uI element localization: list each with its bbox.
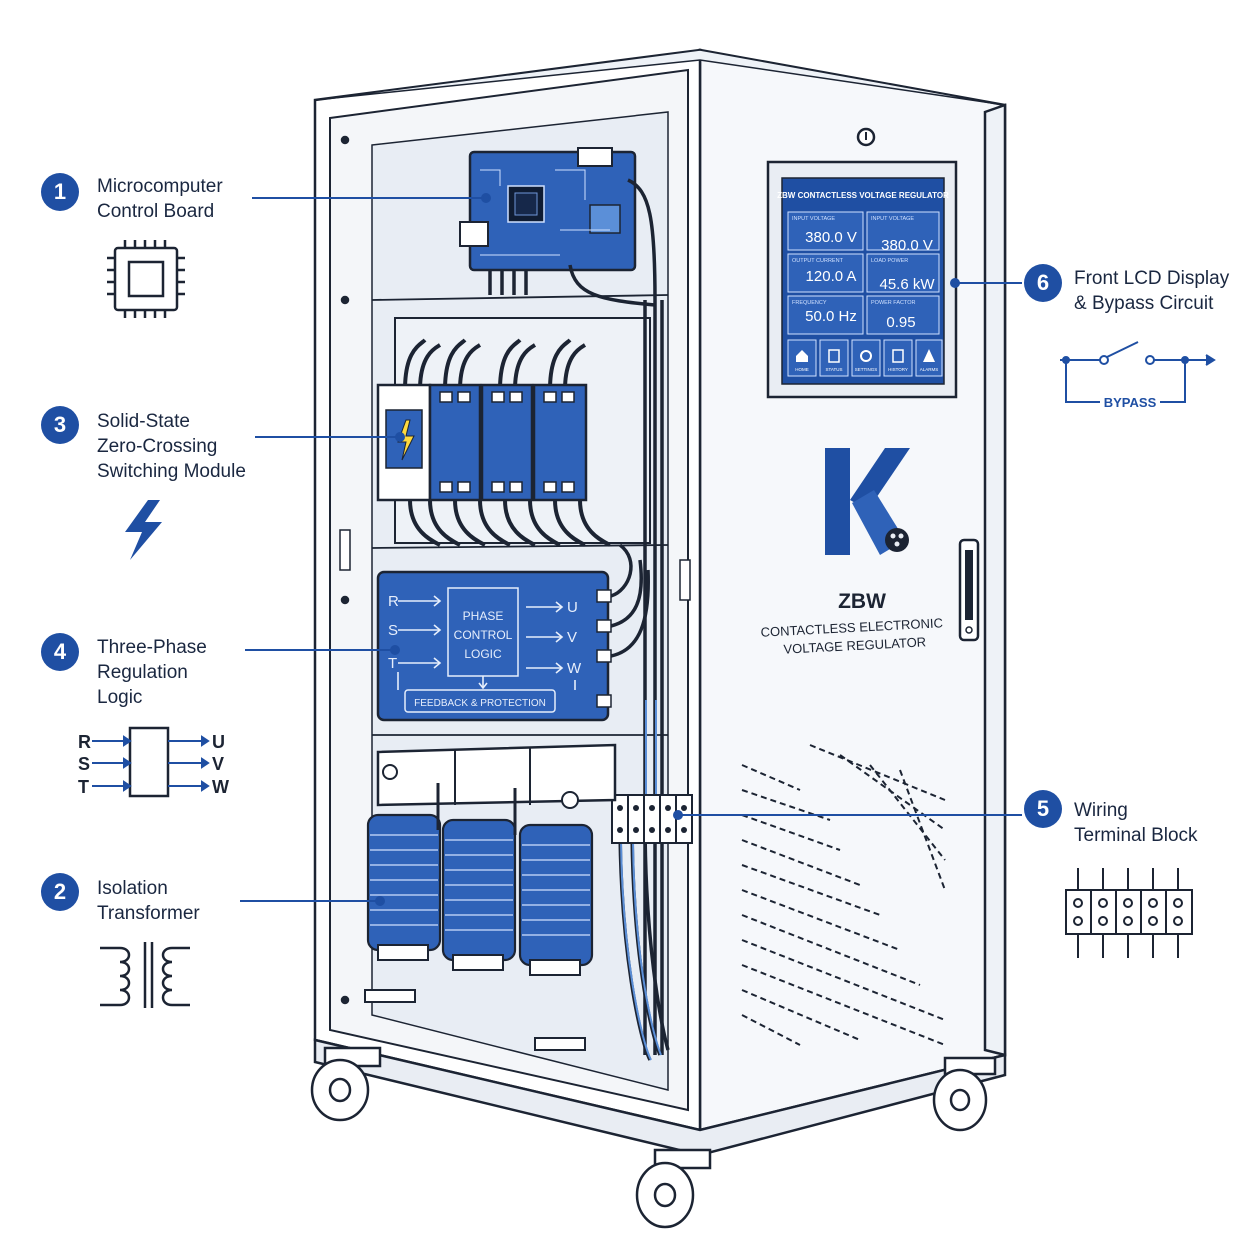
callout-label-line: Three-Phase — [97, 637, 207, 658]
status-icon — [828, 349, 840, 363]
transformer-icon — [100, 942, 190, 1008]
bypass-circuit-icon — [1060, 341, 1216, 403]
lcd-nav-label: STATUS — [825, 367, 842, 372]
board-output-label: V — [567, 629, 577, 646]
callout-label: Microcomputer Control Board — [97, 174, 223, 224]
callout-label: Three-Phase Regulation Logic — [97, 635, 207, 710]
lcd-cell-label: FREQUENCY — [792, 300, 827, 306]
isolation-transformer — [364, 743, 617, 1051]
lcd-cell-value: 50.0 Hz — [805, 308, 857, 325]
front-lcd-display: ZBW CONTACTLESS VOLTAGE REGULATOR INPUT … — [766, 160, 958, 399]
callout-label-line: Regulation — [97, 662, 188, 683]
callout-label: Wiring Terminal Block — [1074, 798, 1198, 848]
terminal-block-icon — [1065, 868, 1193, 958]
logic-icon-output: W — [212, 777, 229, 797]
callout-label-line: Isolation — [97, 878, 168, 899]
lcd-cell-value: 120.0 A — [806, 268, 857, 285]
callout-label: Front LCD Display & Bypass Circuit — [1074, 266, 1229, 316]
home-icon — [796, 350, 808, 362]
gear-icon — [860, 350, 872, 362]
board-input-label: T — [388, 655, 397, 672]
callout-label-line: Front LCD Display — [1074, 268, 1230, 289]
history-icon — [892, 349, 904, 363]
lcd-cell-value: 45.6 kW — [879, 276, 935, 293]
lcd-cell-label: POWER FACTOR — [871, 300, 916, 306]
logic-block-icon: R S T U V W — [78, 726, 229, 798]
door-handle — [958, 538, 980, 642]
lightning-icon — [125, 500, 162, 560]
lcd-cell-value: 0.95 — [886, 314, 915, 331]
logic-icon-output: U — [212, 732, 225, 752]
lcd-nav-label: ALARMS — [920, 367, 939, 372]
callout-label-line: Wiring — [1074, 800, 1128, 821]
casters — [310, 1046, 997, 1229]
alarm-icon — [923, 349, 935, 362]
callout-label-line: Control Board — [97, 201, 215, 222]
lcd-title: ZBW CONTACTLESS VOLTAGE REGULATOR — [777, 191, 949, 200]
callout-label: Solid-State Zero-Crossing Switching Modu… — [97, 409, 246, 484]
brand-logo — [825, 448, 910, 555]
logic-icon-input: R — [78, 732, 91, 752]
lcd-nav-label: HOME — [795, 367, 809, 372]
power-knob — [856, 127, 876, 147]
board-feedback-label: FEEDBACK & PROTECTION — [414, 698, 546, 709]
callout-number: 5 — [1024, 790, 1062, 828]
lcd-cell-label: INPUT VOLTAGE — [871, 216, 914, 222]
lcd-cell-label: INPUT VOLTAGE — [792, 216, 835, 222]
lcd-cell-label: LOAD POWER — [871, 258, 908, 264]
lcd-nav-label: HISTORY — [888, 367, 908, 372]
board-output-label: U — [567, 599, 578, 616]
wiring-terminal-block — [611, 794, 693, 844]
callout-label-line: & Bypass Circuit — [1074, 293, 1214, 314]
logic-icon-output: V — [212, 754, 224, 774]
leader-lines — [240, 193, 1022, 906]
chip-icon — [107, 240, 185, 318]
callout-label-line: Switching Module — [97, 461, 246, 482]
callout-number: 2 — [41, 873, 79, 911]
callout-number: 3 — [41, 406, 79, 444]
board-center-line: PHASE — [463, 609, 504, 623]
logic-icon-input: T — [78, 777, 89, 797]
brand-model: ZBW — [838, 590, 886, 613]
microcomputer-control-board — [459, 147, 657, 307]
lcd-cell-value: 380.0 V — [881, 237, 933, 254]
lcd-cell-value: 380.0 V — [805, 229, 857, 246]
switching-modules — [376, 317, 651, 547]
callout-label-line: Zero-Crossing — [97, 436, 218, 457]
callout-label-line: Microcomputer — [97, 176, 223, 197]
board-input-label: S — [388, 622, 398, 639]
callout-number: 6 — [1024, 264, 1062, 302]
lcd-nav-label: SETTINGS — [855, 367, 878, 372]
callout-label-line: Terminal Block — [1074, 825, 1198, 846]
callout-label-line: Solid-State — [97, 411, 190, 432]
side-vent-grille — [741, 744, 946, 1046]
phase-control-logic-board — [376, 543, 650, 722]
logic-icon-input: S — [78, 754, 90, 774]
callout-number: 1 — [41, 173, 79, 211]
bypass-label: BYPASS — [1104, 395, 1157, 410]
board-input-label: R — [388, 593, 399, 610]
callout-label: Isolation Transformer — [97, 876, 200, 926]
callout-label-line: Logic — [97, 687, 143, 708]
brand-desc-line: VOLTAGE REGULATOR — [783, 634, 926, 656]
board-center-line: LOGIC — [464, 647, 502, 661]
callout-label-line: Transformer — [97, 903, 200, 924]
board-center-line: CONTROL — [454, 628, 513, 642]
lcd-cell-label: OUTPUT CURRENT — [792, 258, 844, 264]
board-output-label: W — [567, 660, 582, 677]
callout-number: 4 — [41, 633, 79, 671]
